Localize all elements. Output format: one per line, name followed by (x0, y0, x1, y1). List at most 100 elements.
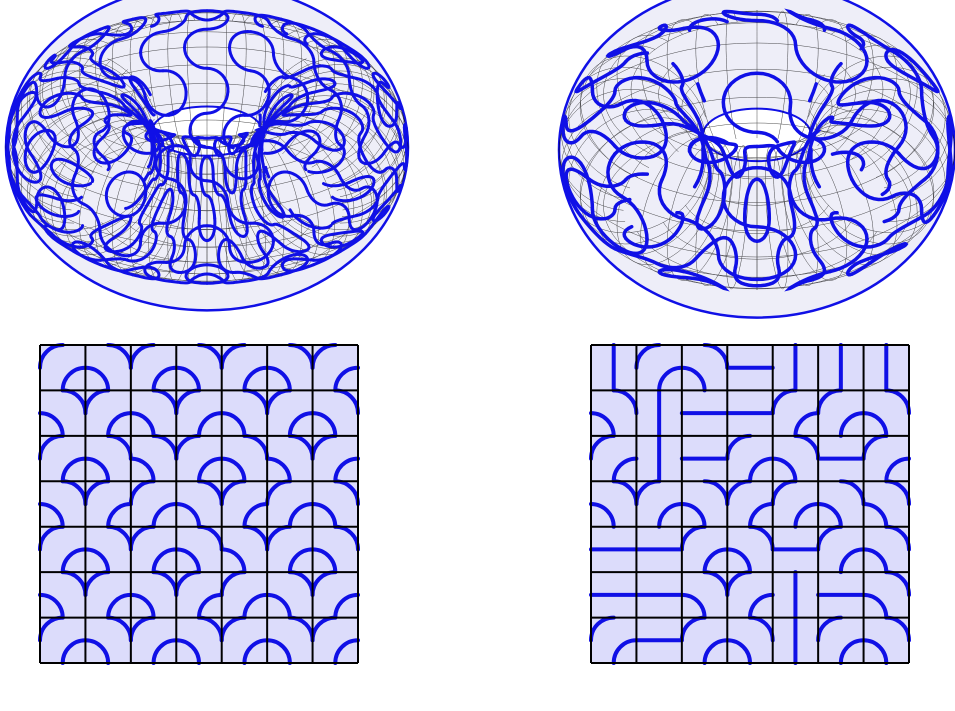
surface-path (184, 9, 209, 19)
surface-path (272, 222, 298, 237)
surface-path (312, 230, 332, 247)
surface-path (236, 135, 259, 150)
surface-path (305, 119, 336, 129)
surface-path (49, 57, 67, 65)
surface-path (328, 88, 344, 120)
surface-path (161, 244, 186, 265)
surface-path (587, 89, 617, 123)
surface-path (106, 170, 135, 191)
surface-path (119, 76, 147, 98)
surface-path (897, 89, 927, 123)
surface-path (63, 181, 92, 188)
surface-path (282, 67, 308, 80)
surface-path (755, 12, 780, 23)
surface-path (99, 257, 129, 262)
surface-path (143, 270, 171, 283)
surface-path (320, 106, 351, 113)
surface-path (176, 152, 184, 172)
surface-path (264, 104, 277, 129)
surface-path (946, 114, 953, 131)
surface-path (223, 171, 234, 195)
surface-path (168, 234, 176, 259)
surface-path (249, 69, 271, 98)
surface-path (312, 248, 341, 267)
surface-path (359, 103, 371, 137)
surface-path (700, 147, 738, 165)
surface-path (788, 269, 832, 290)
surface-path (766, 154, 780, 179)
surface-path (131, 119, 159, 138)
surface-path (253, 14, 264, 28)
surface-path (47, 133, 75, 149)
surface-path (205, 145, 226, 163)
surface-path (845, 261, 860, 277)
surface-path (226, 200, 253, 225)
surface-path (288, 79, 314, 89)
surface-path (398, 134, 409, 150)
surface-path (307, 165, 336, 175)
surface-path (128, 75, 151, 93)
surface-path (98, 103, 111, 134)
surface-path (260, 148, 266, 175)
surface-path (183, 224, 209, 248)
surface-path (330, 91, 359, 100)
surface-path (647, 77, 678, 105)
surface-path (251, 160, 256, 187)
surface-path (807, 82, 818, 103)
surface-path (836, 100, 867, 107)
surface-path (303, 152, 315, 172)
surface-path (192, 193, 201, 220)
surface-path (228, 215, 246, 238)
surface-path (359, 58, 371, 70)
surface-path (13, 186, 32, 217)
surface-path (376, 172, 395, 200)
surface-path (256, 229, 265, 254)
torus-right (557, 0, 955, 319)
surface-path (92, 138, 102, 164)
surface-path (230, 168, 238, 195)
surface-path (67, 41, 81, 49)
surface-path (347, 229, 365, 237)
surface-path (696, 82, 707, 103)
surface-path (279, 103, 308, 124)
surface-path (139, 30, 165, 55)
surface-path (721, 105, 759, 135)
surface-path (258, 113, 262, 128)
surface-path (330, 68, 359, 80)
surface-path (80, 96, 109, 106)
mesh-line (579, 97, 935, 289)
surface-path (70, 174, 86, 206)
surface-path (71, 32, 102, 45)
surface-path (63, 106, 94, 113)
surface-path (647, 100, 684, 122)
surface-path (43, 58, 55, 70)
surface-path (742, 206, 759, 243)
surface-path (249, 221, 275, 243)
surface-path (382, 140, 401, 155)
surface-path (657, 267, 686, 276)
surface-path (674, 100, 699, 132)
surface-path (120, 94, 140, 116)
surface-path (274, 94, 294, 116)
surface-path (82, 202, 102, 234)
surface-path (222, 159, 247, 181)
surface-path (755, 71, 793, 109)
surface-path (167, 177, 188, 204)
surface-path (183, 27, 209, 50)
surface-path (788, 105, 814, 140)
surface-path (183, 46, 209, 70)
surface-path (671, 61, 685, 88)
surface-path (855, 153, 866, 172)
surface-path (242, 211, 249, 238)
surface-path (590, 88, 624, 109)
surface-path (578, 214, 617, 251)
surface-path (279, 261, 308, 277)
surface-path (98, 60, 123, 81)
surface-path (312, 159, 341, 178)
surface-path (333, 143, 346, 169)
surface-path (320, 54, 351, 64)
surface-path (828, 237, 869, 274)
mesh-line (630, 21, 884, 158)
surface-path (263, 142, 289, 155)
surface-path (121, 17, 135, 25)
